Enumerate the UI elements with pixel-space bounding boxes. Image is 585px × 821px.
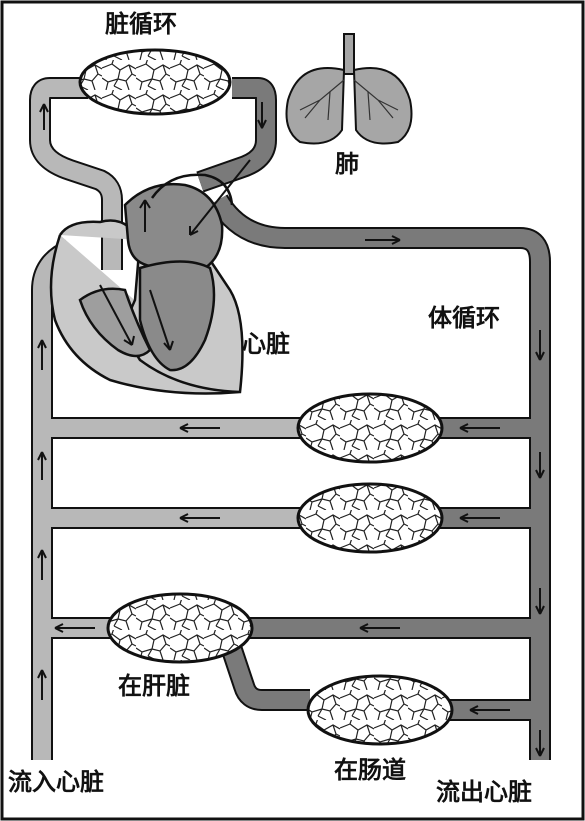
label-systemic-circulation: 体循环 xyxy=(428,304,500,332)
flow-arrows xyxy=(37,102,545,757)
label-pulmonary-circulation: 脏循环 xyxy=(105,10,177,38)
label-in-intestine: 在肠道 xyxy=(334,756,406,784)
heart-aorta xyxy=(150,173,234,206)
label-flow-into-heart: 流入心脏 xyxy=(8,768,104,796)
label-heart: 心脏 xyxy=(242,330,290,358)
heart-flow-arrows xyxy=(99,159,251,351)
lungs-icon xyxy=(285,33,413,145)
capillary-bed-upper xyxy=(296,392,444,464)
label-lung: 肺 xyxy=(335,150,359,178)
label-in-liver: 在肝脏 xyxy=(118,672,190,700)
capillary-bed-liver xyxy=(106,592,254,664)
portal-vein-fill xyxy=(223,647,310,709)
capillary-bed-intestine xyxy=(306,674,454,746)
capillary-bed-middle xyxy=(296,482,444,554)
label-flow-out-of-heart: 流出心脏 xyxy=(436,778,532,806)
heart-ventricle-left xyxy=(138,260,216,372)
pulmonary-vein-return-fill xyxy=(31,79,121,270)
heart-left-side xyxy=(123,183,224,274)
capillary-network-icon xyxy=(78,48,232,116)
